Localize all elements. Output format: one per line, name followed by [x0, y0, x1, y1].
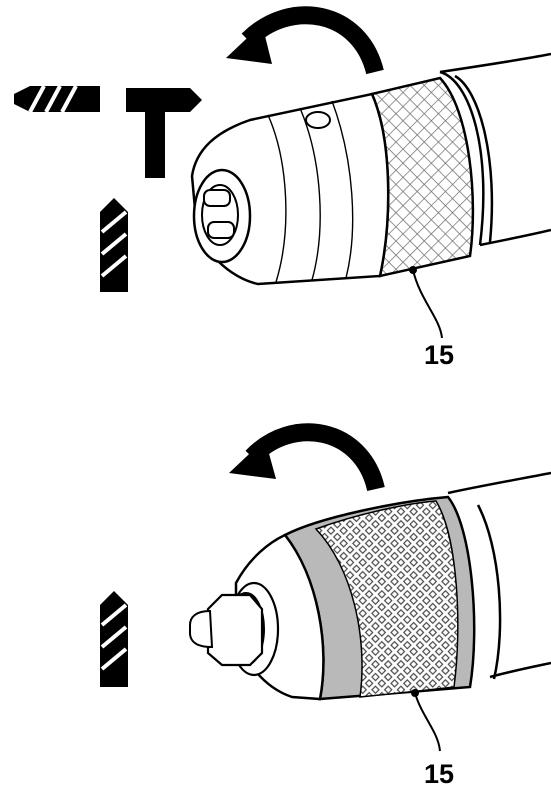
knurled-sleeve [283, 495, 476, 701]
rotate-arrow-icon [226, 6, 384, 75]
chuck-cone [190, 92, 390, 286]
drill-body [447, 471, 551, 680]
drill-bit-icon [100, 591, 128, 687]
drill-body [439, 52, 551, 247]
callout-label: 15 [424, 340, 454, 370]
chisel-icon [14, 85, 100, 113]
rotate-arrow-icon [229, 423, 385, 492]
chuck-cone [189, 533, 325, 701]
figure-bottom-keyless-chuck: 15 [0, 397, 551, 793]
callout-leader [409, 266, 443, 339]
callout-label: 15 [424, 759, 454, 789]
drill-bit-icon [100, 198, 128, 292]
figure-top-keyless-chuck: 15 [14, 6, 551, 370]
hammer-icon [126, 88, 202, 178]
callout-leader [411, 689, 441, 752]
